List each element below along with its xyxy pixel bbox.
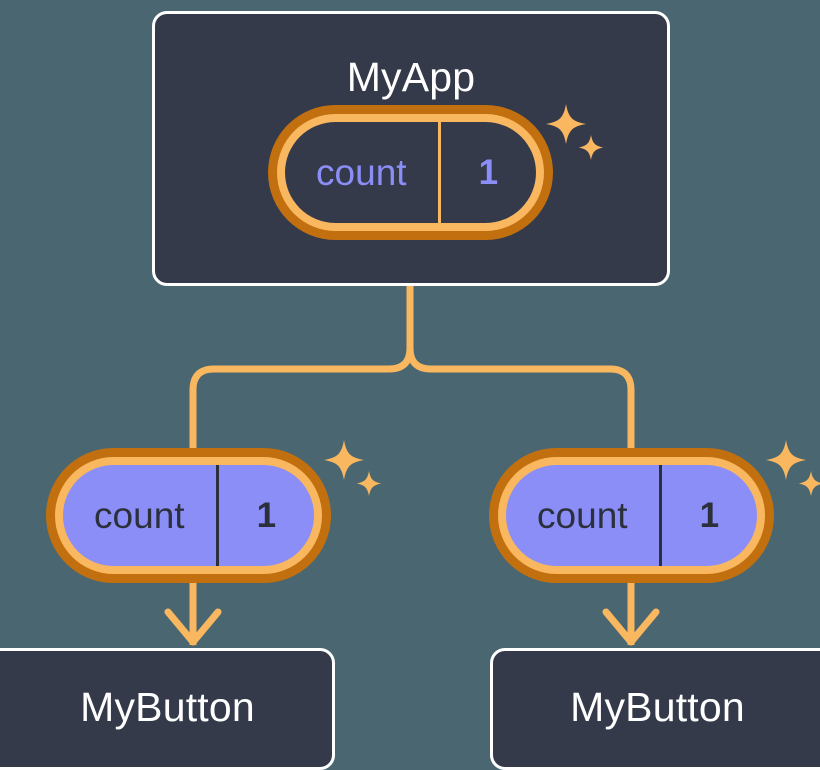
pill-body: count 1: [285, 122, 536, 223]
pill-outer-ring: count 1: [46, 448, 331, 583]
connector-branch-right: [406, 344, 635, 459]
pill-body: count 1: [63, 465, 314, 566]
pill-outer-ring: count 1: [489, 448, 774, 583]
component-card-label: MyButton: [80, 684, 255, 730]
state-pill-right[interactable]: count 1: [489, 448, 774, 583]
state-pill-left[interactable]: count 1: [46, 448, 331, 583]
state-key: count: [285, 122, 441, 223]
component-card-label: MyButton: [570, 684, 745, 730]
pill-inner-ring: count 1: [55, 457, 322, 574]
state-value: 1: [256, 495, 277, 535]
component-card-mybutton-right[interactable]: MyButton: [490, 648, 820, 770]
arrow-down-icon: [164, 608, 222, 646]
state-value: 1: [478, 152, 499, 192]
connector-branch-left: [189, 344, 414, 459]
page-title: MyApp: [346, 54, 476, 100]
state-value: 1: [699, 495, 720, 535]
pill-outer-ring: count 1: [268, 105, 553, 240]
state-key: count: [63, 465, 219, 566]
four-point-star-small-icon: [798, 471, 820, 496]
state-key: count: [506, 465, 662, 566]
arrow-down-icon: [602, 608, 660, 646]
four-point-star-small-icon: [356, 471, 382, 496]
state-pill-myapp[interactable]: count 1: [268, 105, 553, 240]
pill-inner-ring: count 1: [498, 457, 765, 574]
pill-inner-ring: count 1: [277, 114, 544, 231]
component-card-mybutton-left[interactable]: MyButton: [0, 648, 335, 770]
pill-body: count 1: [506, 465, 757, 566]
